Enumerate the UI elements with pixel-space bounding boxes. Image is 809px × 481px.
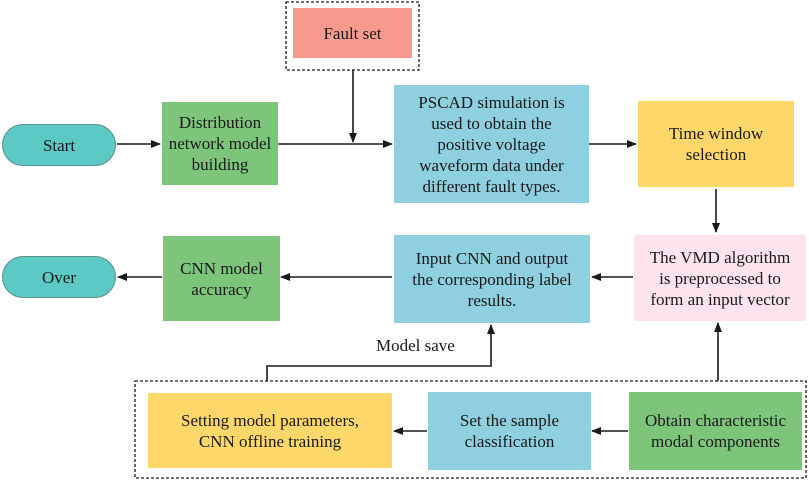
cnn-accuracy-label: CNN model accuracy bbox=[180, 258, 263, 299]
time-window-label: Time window selection bbox=[668, 124, 764, 164]
start-label: Start bbox=[42, 135, 76, 155]
model-save-label: Model save bbox=[376, 336, 455, 355]
fault-set-node: Fault set bbox=[293, 8, 412, 58]
pscad-label: PSCAD simulation is used to obtain the p… bbox=[418, 92, 565, 196]
over-label: Over bbox=[42, 267, 76, 287]
distribution-node: Distribution network model building bbox=[162, 102, 278, 185]
training-group bbox=[134, 380, 807, 479]
setting-label: Setting model parameters, CNN offline tr… bbox=[181, 410, 359, 451]
sample-label: Set the sample classification bbox=[459, 411, 560, 451]
input-cnn-node: Input CNN and output the corresponding l… bbox=[394, 235, 590, 323]
sample-node: Set the sample classification bbox=[428, 392, 591, 470]
over-node: Over bbox=[2, 256, 116, 298]
distribution-label: Distribution network model building bbox=[168, 113, 272, 174]
input-cnn-label: Input CNN and output the corresponding l… bbox=[412, 248, 572, 310]
obtain-label: Obtain characteristic modal components bbox=[644, 411, 787, 451]
start-node: Start bbox=[2, 124, 116, 166]
pscad-node: PSCAD simulation is used to obtain the p… bbox=[394, 85, 589, 203]
obtain-node: Obtain characteristic modal components bbox=[629, 392, 802, 470]
arrow-model-save bbox=[266, 324, 495, 381]
setting-node: Setting model parameters, CNN offline tr… bbox=[148, 393, 392, 468]
vmd-label: The VMD algorithm is preprocessed to for… bbox=[649, 247, 791, 309]
fault-set-label: Fault set bbox=[323, 23, 382, 43]
cnn-accuracy-node: CNN model accuracy bbox=[163, 236, 280, 321]
vmd-node: The VMD algorithm is preprocessed to for… bbox=[634, 235, 806, 321]
time-window-node: Time window selection bbox=[638, 101, 794, 187]
